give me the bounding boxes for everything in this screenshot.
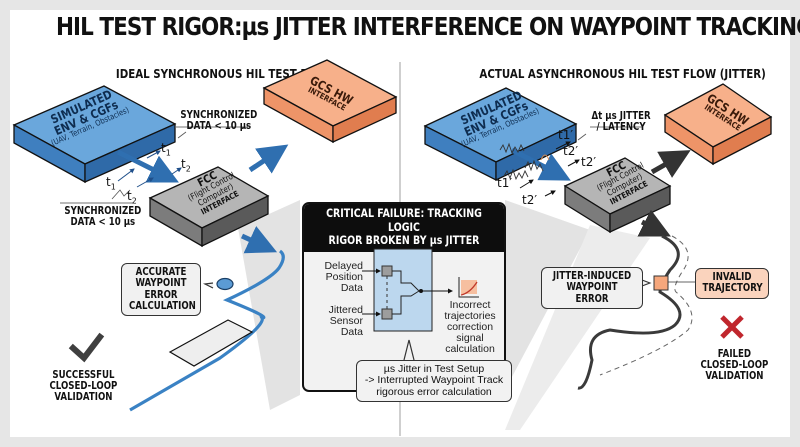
checkmark-icon (68, 332, 105, 363)
delayed-position-label: Delayed Position Data (324, 260, 363, 295)
right-fcc-output-arrow (637, 209, 671, 237)
time-label-t2-top: t2 (181, 157, 191, 174)
x-mark-icon (720, 315, 744, 339)
right-fcc-box (563, 157, 672, 234)
right-gcs-box (663, 83, 773, 166)
right-sim-to-fcc-arrow (510, 147, 571, 181)
incorrect-curve-icon (458, 277, 479, 298)
right-fcc-to-gcs-arrow (650, 150, 691, 178)
time-label-t2p-bottom: t2′ (522, 193, 538, 207)
critical-failure-header: CRITICAL FAILURE: TRACKING LOGIC RIGOR B… (304, 204, 504, 252)
left-fcc-to-gcs-arrow (248, 144, 289, 174)
jittered-input-node (381, 308, 393, 320)
right-sim-box (423, 87, 578, 182)
delayed-input-node (381, 265, 393, 277)
ideal-waypoint-path (129, 249, 285, 412)
time-label-t1p-bottom: t1′ (497, 176, 513, 190)
page-title: HIL TEST RIGOR:µs JITTER INTERFERENCE ON… (56, 12, 800, 41)
jitter-note-callout: µs Jitter in Test Setup -> Interrupted W… (356, 360, 512, 402)
left-sim-box (12, 85, 177, 184)
time-label-t2p-top: t2′ (563, 144, 579, 158)
incorrect-output-label: Incorrect trajectories correction signal… (444, 299, 496, 356)
time-label-t2p-right: t2′ (581, 155, 597, 169)
error-marker (653, 275, 669, 291)
waypoint-plane (168, 319, 254, 367)
time-label-t2-bottom: t2 (127, 189, 137, 206)
left-fcc-box (148, 166, 270, 248)
invalid-trajectory-callout: INVALID TRAJECTORY (695, 268, 769, 299)
left-panel-heading: IDEAL SYNCHRONOUS HIL TEST FLOW (115, 66, 334, 81)
success-result-label: SUCCESSFUL CLOSED-LOOP VALIDATION (49, 369, 118, 404)
jitter-wave (499, 142, 525, 155)
intended-trajectory-dashed (599, 235, 693, 376)
failed-result-label: FAILED CLOSED-LOOP VALIDATION (700, 348, 769, 383)
right-panel-heading: ACTUAL ASYNCHRONOUS HIL TEST FLOW (JITTE… (479, 66, 766, 81)
jitter-error-callout: JITTER-INDUCED WAYPOINT ERROR (541, 267, 643, 309)
sync-label-bottom: SYNCHRONIZED DATA < 10 µs (64, 205, 142, 229)
jittered-sensor-label: Jittered Sensor Data (328, 304, 363, 339)
jitter-waypoint-path (577, 234, 682, 390)
time-label-t1-top: t1 (161, 141, 171, 158)
jitter-latency-label: Δt µs JITTER / LATENCY (591, 110, 651, 134)
left-gcs-box (262, 59, 398, 144)
waypoint-marker (216, 277, 234, 291)
accurate-waypoint-callout: ACCURATE WAYPOINT ERROR CALCULATION (121, 263, 201, 317)
time-label-t1p-top: t1′ (558, 128, 574, 142)
time-label-t1-bottom: t1 (106, 175, 116, 192)
left-sim-to-fcc-arrow (116, 149, 179, 183)
left-fcc-output-arrow (240, 225, 278, 254)
sync-label-top: SYNCHRONIZED DATA < 10 µs (180, 109, 258, 133)
